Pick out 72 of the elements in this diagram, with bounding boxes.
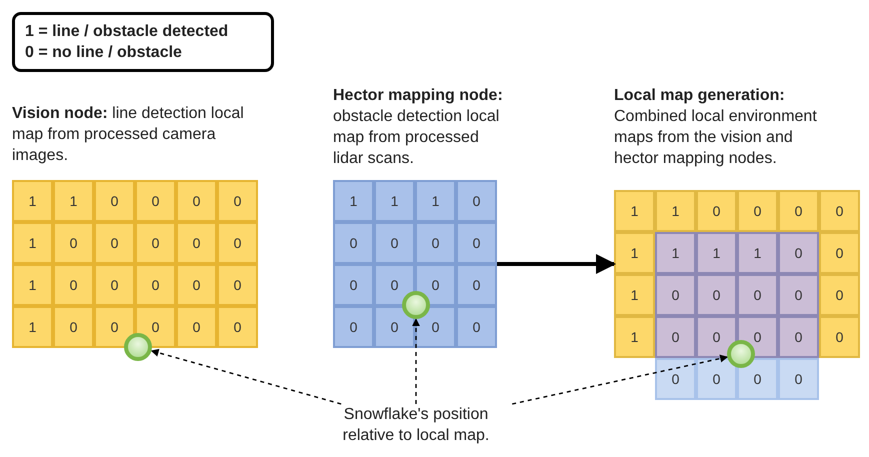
map-cell: 0 <box>53 264 94 306</box>
map-cell: 0 <box>655 274 696 316</box>
map-cell: 0 <box>53 222 94 264</box>
map-cell: 1 <box>614 274 655 316</box>
map-cell: 0 <box>456 222 497 264</box>
map-cell: 0 <box>696 274 737 316</box>
map-cell: 0 <box>176 180 217 222</box>
map-cell: 0 <box>778 358 819 400</box>
map-cell: 1 <box>655 190 696 232</box>
map-cell: 0 <box>94 306 135 348</box>
map-cell: 0 <box>94 180 135 222</box>
map-cell: 1 <box>12 180 53 222</box>
map-cell: 0 <box>778 190 819 232</box>
map-cell: 0 <box>94 222 135 264</box>
map-cell: 1 <box>12 222 53 264</box>
map-cell: 0 <box>217 264 258 306</box>
map-cell: 1 <box>12 306 53 348</box>
map-cell: 0 <box>217 180 258 222</box>
map-cell: 0 <box>94 264 135 306</box>
map-cell: 0 <box>53 306 94 348</box>
map-cell: 1 <box>614 190 655 232</box>
map-cell: 1 <box>374 180 415 222</box>
map-cell: 1 <box>614 232 655 274</box>
map-cell: 1 <box>696 232 737 274</box>
map-cell: 0 <box>333 222 374 264</box>
map-cell: 0 <box>819 274 860 316</box>
legend-text: 1 = line / obstacle detected <box>25 22 230 42</box>
map-cell: 0 <box>456 306 497 348</box>
map-cell: 0 <box>135 180 176 222</box>
position-marker <box>124 333 152 361</box>
map-cell: 0 <box>778 274 819 316</box>
legend-box <box>12 12 274 72</box>
map-cell: 0 <box>778 316 819 358</box>
map-cell: 1 <box>415 180 456 222</box>
caption-text: Local map generation: Combined local environment maps from the vision and hector mapping nodes. <box>614 86 818 169</box>
map-cell: 0 <box>176 222 217 264</box>
caption-text: Vision node: line detection local map from processed camera images. <box>12 104 245 166</box>
map-cell: 0 <box>135 222 176 264</box>
arrow <box>412 318 420 404</box>
map-cell: 0 <box>778 232 819 274</box>
map-cell: 0 <box>696 358 737 400</box>
map-cell: 0 <box>176 306 217 348</box>
map-cell: 0 <box>176 264 217 306</box>
map-cell: 0 <box>333 306 374 348</box>
legend-text: 0 = no line / obstacle <box>25 43 183 63</box>
annotation-text: Snowflake's position relative to local map. <box>318 404 514 446</box>
map-cell: 1 <box>53 180 94 222</box>
map-cell: 1 <box>655 232 696 274</box>
map-cell: 0 <box>737 190 778 232</box>
map-cell: 0 <box>655 358 696 400</box>
map-cell: 0 <box>456 180 497 222</box>
map-cell: 1 <box>614 316 655 358</box>
map-cell: 1 <box>333 180 374 222</box>
map-cell: 0 <box>217 222 258 264</box>
arrow <box>150 348 342 405</box>
map-cell: 0 <box>456 264 497 306</box>
map-cell: 0 <box>374 306 415 348</box>
map-cell: 0 <box>696 190 737 232</box>
map-cell: 0 <box>135 264 176 306</box>
caption-text: Hector mapping node: obstacle detection local map from processed lidar scans. <box>333 86 504 169</box>
map-cell: 1 <box>12 264 53 306</box>
map-cell: 0 <box>655 316 696 358</box>
map-cell: 0 <box>737 274 778 316</box>
map-cell: 0 <box>217 306 258 348</box>
map-cell: 0 <box>819 232 860 274</box>
arrow <box>497 254 616 274</box>
map-cell: 0 <box>415 222 456 264</box>
map-cell: 1 <box>737 232 778 274</box>
map-cell: 0 <box>819 316 860 358</box>
map-cell: 0 <box>374 222 415 264</box>
map-cell: 0 <box>333 264 374 306</box>
map-cell: 0 <box>819 190 860 232</box>
